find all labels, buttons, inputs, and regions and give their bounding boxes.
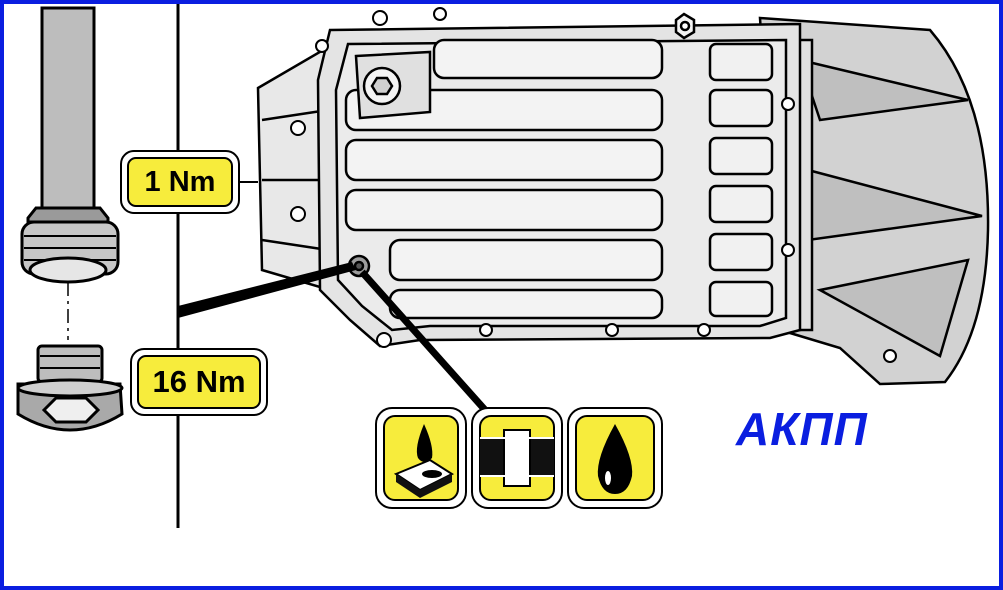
leader-plug <box>178 262 356 318</box>
torque-label-large: 16 Nm <box>130 348 268 416</box>
caption-label: АКПП <box>736 403 868 455</box>
transmission-housing <box>256 16 990 386</box>
drain-plug <box>16 344 124 432</box>
overflow-tube <box>20 6 120 284</box>
torque-label-small: 1 Nm <box>120 150 240 214</box>
leader-icons <box>359 269 497 423</box>
hex-bolt-top <box>362 12 696 106</box>
torque-value-large: 16 Nm <box>137 355 261 409</box>
torque-value-small: 1 Nm <box>127 157 233 207</box>
pan-bolts <box>290 7 897 363</box>
